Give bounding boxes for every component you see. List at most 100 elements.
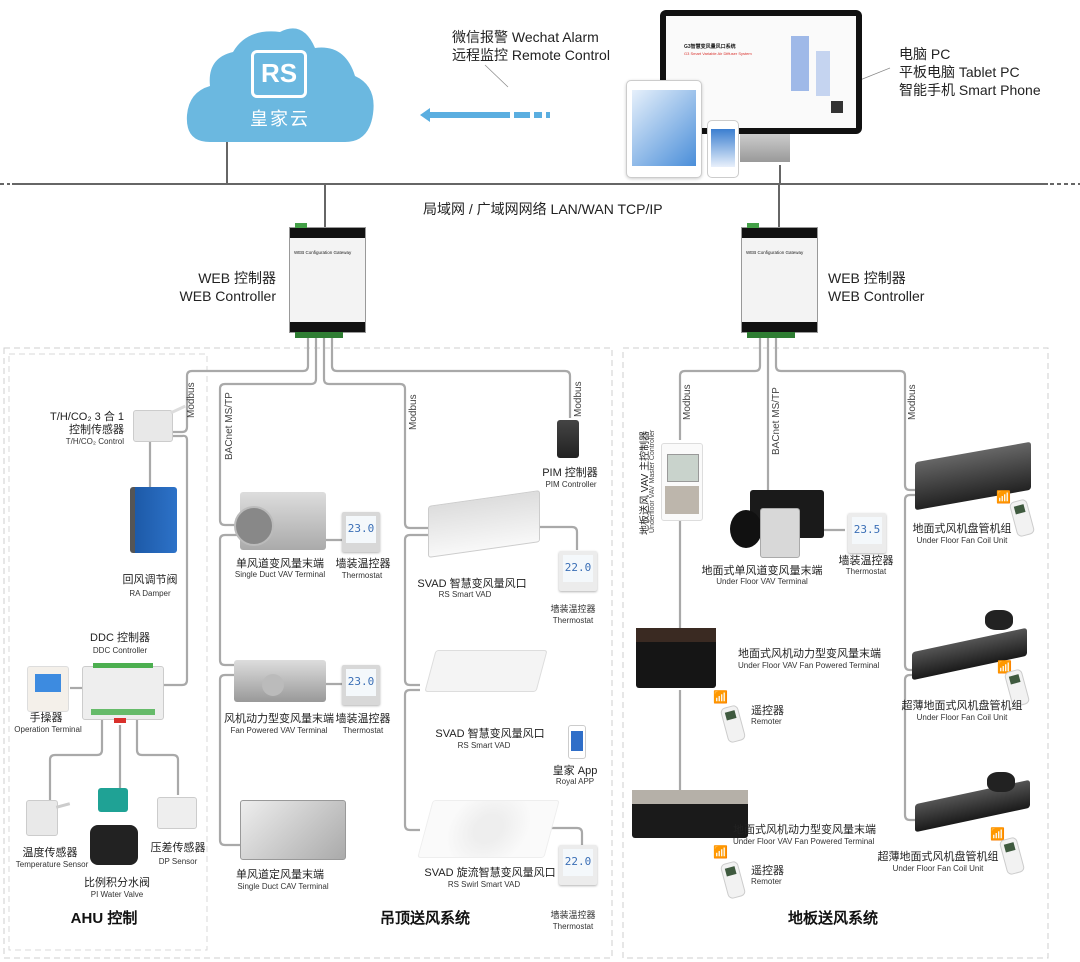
ceiling-section-title: 吊顶送风系统 [379, 910, 471, 927]
data-flow-arrow [420, 108, 560, 122]
uf-fan-powered-1-en: Under Floor VAV Fan Powered Terminal [738, 661, 880, 670]
monitor-stand [740, 134, 790, 162]
svad-swirl-en: RS Swirl Smart VAD [447, 880, 521, 889]
th-co2-sensor [133, 410, 173, 442]
fp-thermostat: 23.0 [342, 665, 380, 705]
web-controller-right-en: WEB Controller [828, 288, 925, 304]
uf-vav-terminal-en: Under Floor VAV Terminal [716, 577, 808, 586]
wire-floor-fcu-3 [903, 673, 920, 822]
dp-sensor-cn: 压差传感器 [150, 842, 206, 854]
wire-ahu-modbus [172, 332, 310, 434]
single-duct-vav-en: Single Duct VAV Terminal [234, 570, 326, 579]
client-pc-label: 电脑 PC [899, 46, 951, 62]
svad-thermostat-cn: 墙装温控器 [550, 604, 596, 614]
svad-linear-cn: SVAD 智慧变风量风口 [417, 578, 527, 590]
ahu-section-title: AHU 控制 [70, 910, 138, 927]
wire-modbus-svad-2 [403, 533, 430, 687]
wire-floor-modbus [678, 332, 762, 440]
uf-vav-control-box [760, 508, 800, 558]
wire-modbus-svad [322, 332, 430, 530]
uf-thermostat-en: Thermostat [845, 567, 887, 576]
wifi-icon: 📶 [713, 845, 728, 859]
web-controller-right: WEB Configuration Gateway [741, 223, 818, 338]
uf-fcu-slim-1-en: Under Floor Fan Coil Unit [916, 713, 1008, 722]
fcu-slim-2-fan [987, 772, 1015, 792]
fan-powered-vav-cn: 风机动力型变风量末端 [224, 713, 334, 725]
web-controller-left-en: WEB Controller [179, 288, 276, 304]
ddc-controller-cn: DDC 控制器 [90, 632, 150, 644]
uf-vav-duct [730, 510, 762, 548]
temperature-sensor-en: Temperature Sensor [15, 860, 89, 869]
fcu-slim-1-fan [985, 610, 1013, 630]
ddc-controller-en: DDC Controller [92, 646, 148, 655]
uf-fan-powered-terminal-2 [632, 790, 748, 838]
th-co2-sensor-en: T/H/CO₂ Control [65, 437, 124, 446]
protocol-label-floor-bacnet: BACnet MS/TP [771, 387, 782, 455]
svad-square-diffuser [424, 650, 548, 692]
protocol-label-svad-modbus: Modbus [408, 394, 419, 430]
gateway-panel-text: WEB Configuration Gateway [294, 250, 352, 255]
fan-powered-vav-en: Fan Powered VAV Terminal [230, 726, 328, 735]
uf-fcu-slim-2-en: Under Floor Fan Coil Unit [892, 864, 984, 873]
underfloor-master-controller [661, 443, 703, 521]
temperature-sensor [26, 800, 58, 836]
swirl-thermostat-en: Thermostat [552, 922, 594, 931]
wifi-icon: 📶 [996, 490, 1011, 504]
vav-thermostat-cn: 墙装温控器 [335, 558, 391, 570]
wire-ddc-temp [48, 720, 104, 800]
th-co2-sensor-cn2: 控制传感器 [69, 424, 124, 436]
protocol-label-floor-modbus: Modbus [682, 384, 693, 420]
royal-cloud: RS 皇家云 [185, 20, 375, 142]
pi-water-valve [98, 788, 128, 812]
uf-fcu-cn: 地面式风机盘管机组 [912, 523, 1012, 535]
ra-damper-actuator [130, 487, 177, 553]
svad-swirl-cn: SVAD 旋流智慧变风量风口 [424, 867, 556, 879]
wire-floor-fcu-modbus [774, 332, 920, 492]
svad-linear-en: RS Smart VAD [438, 590, 492, 599]
master-controller-en: Underfloor VAV Master Controller [649, 429, 656, 533]
royal-app-en: Royal APP [555, 777, 595, 786]
dp-sensor [157, 797, 197, 829]
cloud-label: 皇家云 [250, 109, 310, 129]
protocol-label-fcu-modbus: Modbus [907, 384, 918, 420]
smartphone-device [707, 120, 739, 178]
pi-water-valve-cn: 比例积分水阀 [84, 877, 150, 889]
uf-fcu-slim-1-cn: 超薄地面式风机盘管机组 [901, 700, 1023, 712]
monitor-screen: G3智慧变风量风口系统 G3 Smart Variable Air Diffus… [666, 16, 856, 128]
ra-damper-cn: 回风调节阀 [122, 574, 178, 586]
ddc-controller [82, 663, 164, 720]
th-co2-sensor-cn1: T/H/CO₂ 3 合 1 [50, 411, 124, 423]
gateway-panel-text: WEB Configuration Gateway [746, 250, 804, 255]
protocol-label-bacnet-ceiling: BACnet MS/TP [224, 392, 235, 460]
vav-thermostat-en: Thermostat [341, 571, 383, 580]
remoter-2-en: Remoter [751, 877, 782, 886]
web-controller-left: WEB Configuration Gateway [289, 223, 366, 338]
pim-controller-cn: PIM 控制器 [542, 467, 598, 479]
single-duct-cav-cn: 单风道定风量末端 [236, 869, 324, 881]
vav-thermostat: 23.0 [342, 512, 380, 552]
protocol-label-ahu-modbus: Modbus [186, 382, 197, 418]
monitor-screen-title: G3智慧变风量风口系统 [684, 44, 736, 50]
wire-floor-fcu-2 [903, 493, 920, 672]
uf-vav-terminal-cn: 地面式单风道变风量末端 [701, 565, 823, 577]
ahu-section-box [8, 353, 208, 951]
wifi-icon: 📶 [990, 827, 1005, 841]
single-duct-cav-en: Single Duct CAV Terminal [237, 882, 329, 891]
royal-app-phone [568, 725, 586, 759]
operation-terminal-cn: 手操器 [29, 712, 63, 724]
client-phone-label: 智能手机 Smart Phone [899, 82, 1041, 98]
svad-square-cn: SVAD 智慧变风量风口 [435, 728, 545, 740]
pi-water-valve-body [90, 825, 138, 865]
temperature-sensor-cn: 温度传感器 [22, 847, 78, 859]
floor-section-box [622, 347, 1049, 959]
tablet-device [626, 80, 702, 178]
remote-control-label: 远程监控 Remote Control [452, 47, 610, 63]
fp-thermostat-cn: 墙装温控器 [335, 713, 391, 725]
svad-thermostat-en: Thermostat [552, 616, 594, 625]
swirl-thermostat-cn: 墙装温控器 [550, 910, 596, 920]
floor-section-title: 地板送风系统 [787, 910, 879, 927]
cloud-logo: RS [251, 50, 307, 98]
pim-controller-en: PIM Controller [545, 480, 597, 489]
uf-fan-powered-1-cn: 地面式风机动力型变风量末端 [738, 648, 881, 660]
